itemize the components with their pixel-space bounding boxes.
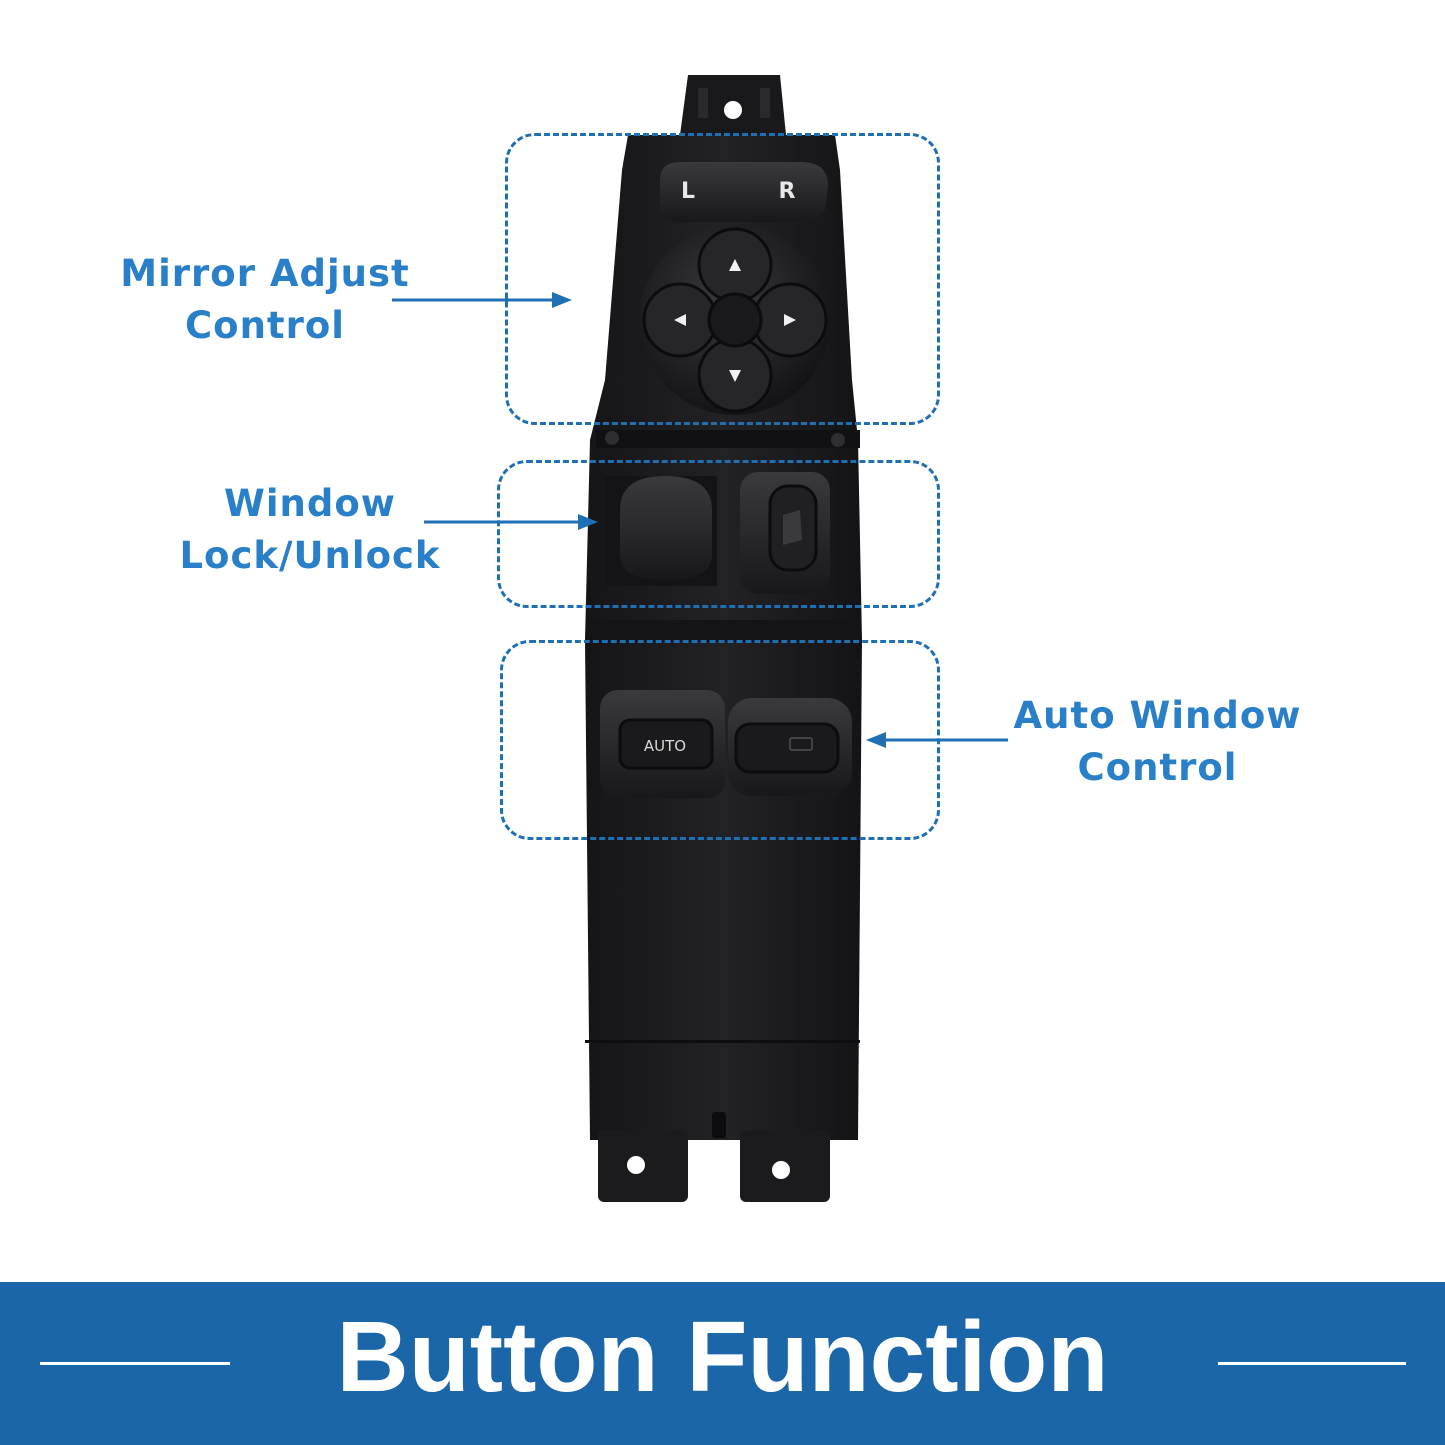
window-switch-panel-image: L R AUTO — [392, 75, 1008, 1202]
mirror-adjust-line2: Control — [185, 304, 345, 347]
window-lock-line2: Lock/Unlock — [179, 534, 441, 577]
banner-left-rule — [40, 1362, 230, 1365]
auto-callout-box — [500, 640, 940, 840]
window-lock-button[interactable] — [620, 476, 712, 580]
mirror-callout-box — [505, 133, 940, 425]
auto-window-label: Auto Window Control — [1010, 690, 1305, 794]
title-banner: Button Function — [0, 1282, 1445, 1445]
auto-window-line2: Control — [1077, 746, 1238, 789]
window-lock-label: Window Lock/Unlock — [170, 478, 450, 582]
auto-window-line1: Auto Window — [1013, 694, 1302, 737]
arrow-down-icon — [729, 370, 741, 382]
mirror-adjust-line1: Mirror Adjust — [120, 252, 410, 295]
left-mirror-label[interactable]: L — [681, 179, 695, 204]
lock-callout-box — [497, 460, 940, 608]
auto-label: AUTO — [644, 737, 686, 755]
window-lock-line1: Window — [224, 482, 396, 525]
arrow-left-icon — [674, 314, 686, 326]
right-mirror-label[interactable]: R — [779, 179, 796, 204]
arrow-right-icon — [784, 314, 796, 326]
banner-right-rule — [1218, 1362, 1406, 1365]
banner-title: Button Function — [336, 1301, 1109, 1413]
arrow-up-icon — [729, 259, 741, 271]
mirror-adjust-label: Mirror Adjust Control — [120, 248, 410, 352]
